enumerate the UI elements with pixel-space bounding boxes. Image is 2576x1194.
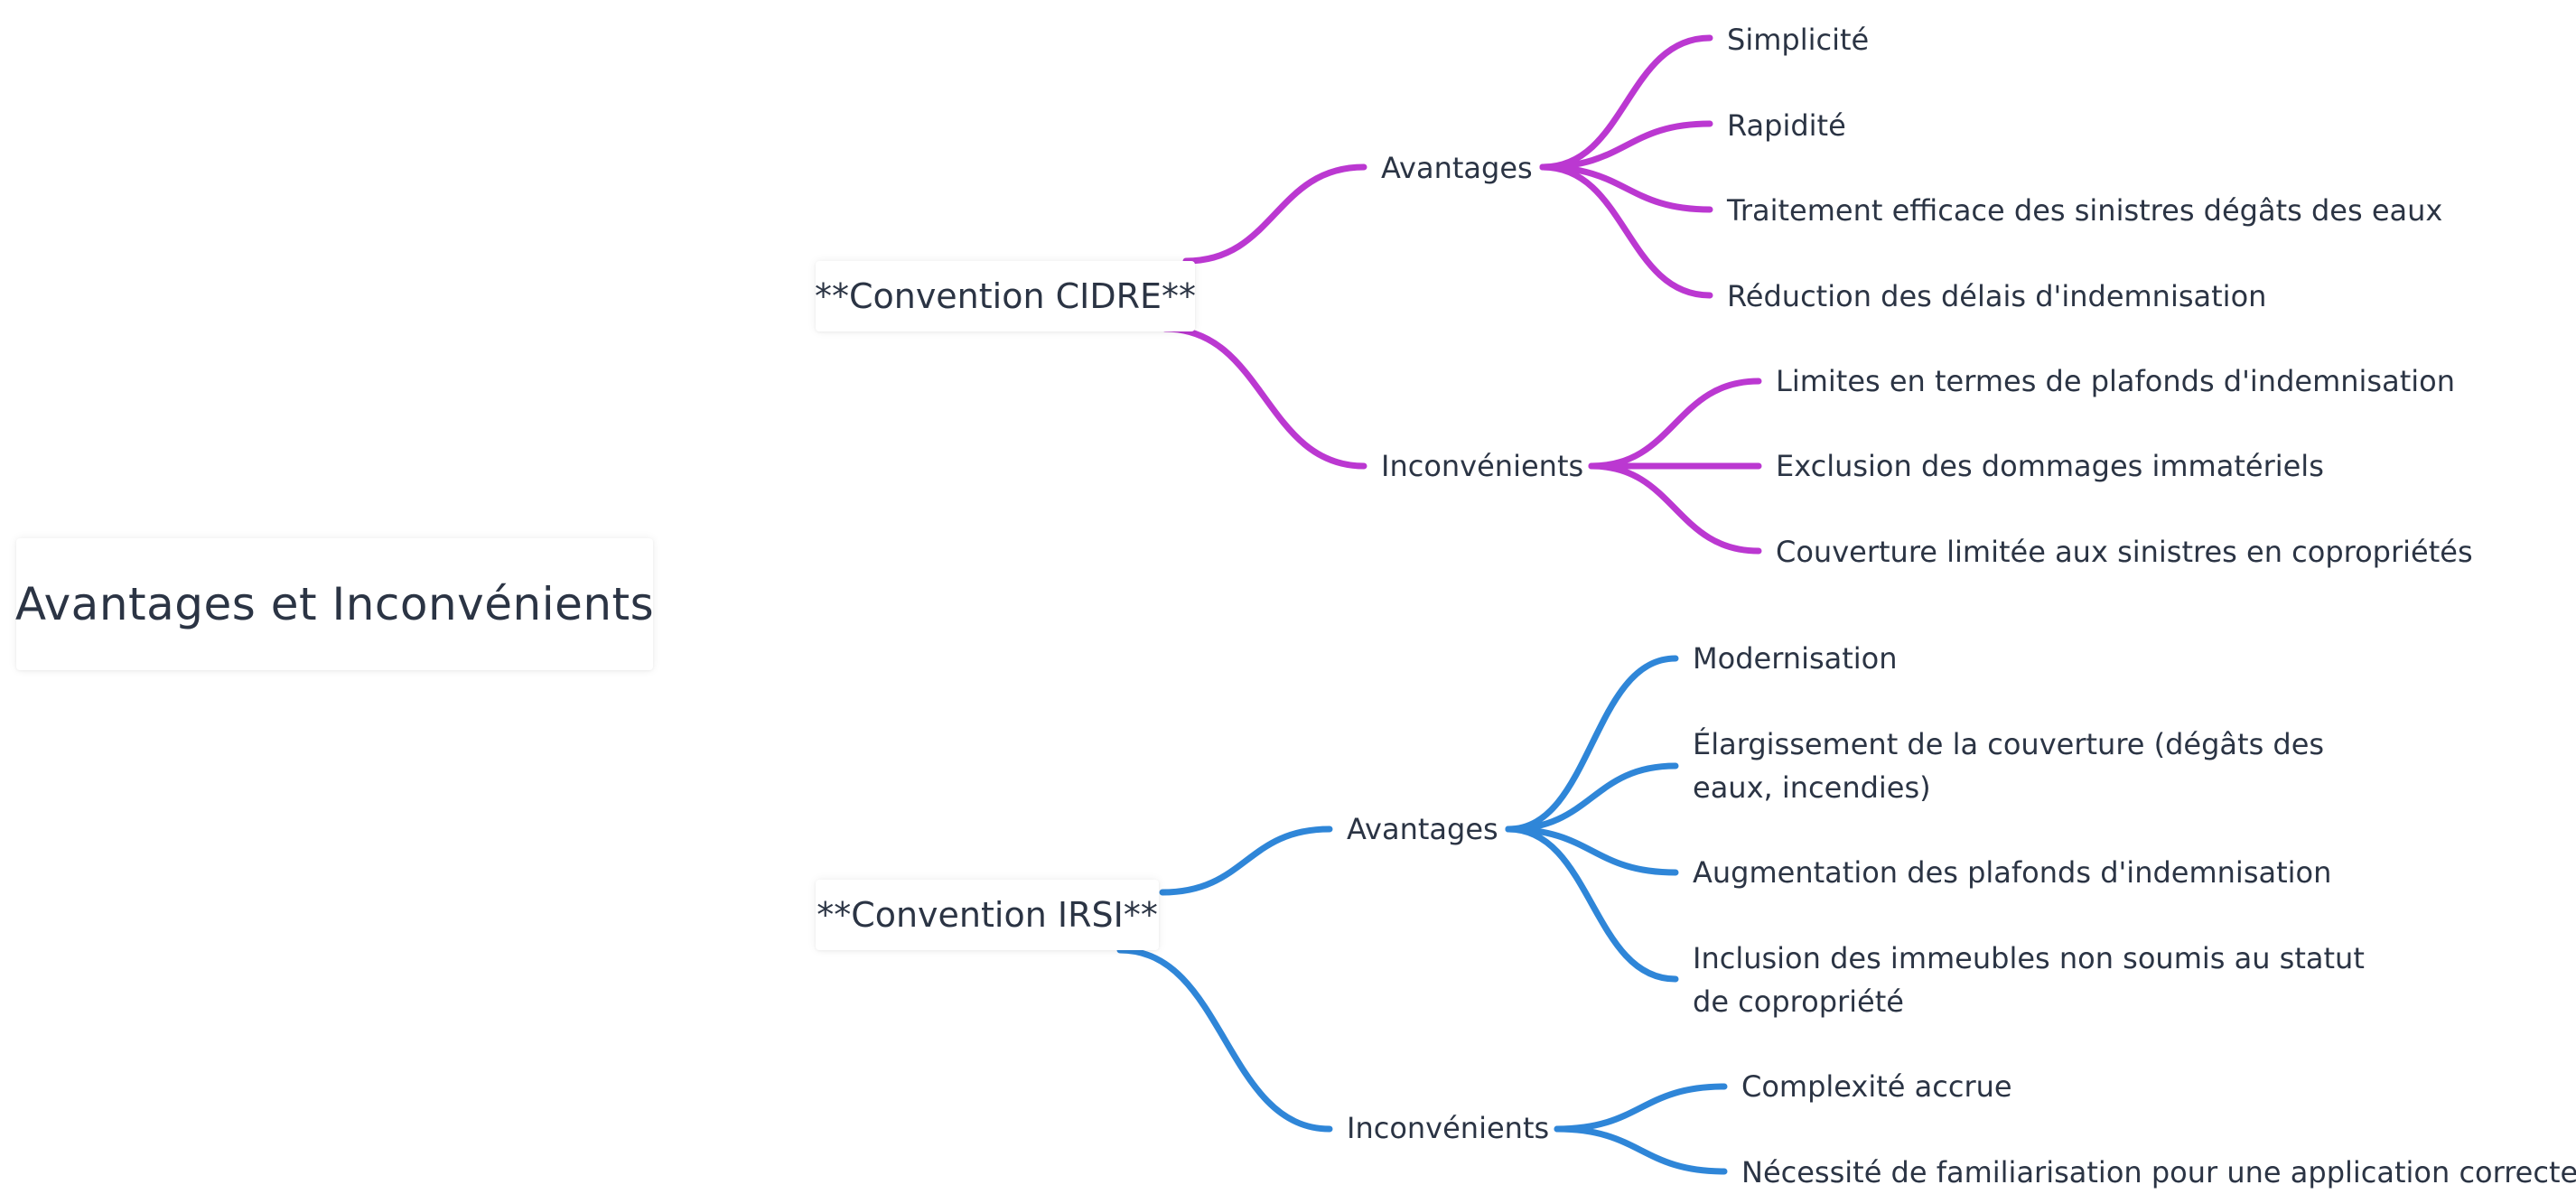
- cidre-avantages-label: Avantages: [1381, 151, 1533, 185]
- cidre-inconvenient-item[interactable]: Limites en termes de plafonds d'indemnis…: [1776, 359, 2455, 403]
- connector-cidre-inconvenients: [1162, 325, 1367, 470]
- irsi-inconvenients-label: Inconvénients: [1347, 1111, 1550, 1145]
- connector-irsi-avantages: [1159, 826, 1333, 896]
- cidre-inconvenient-label: Couverture limitée aux sinistres en copr…: [1776, 535, 2473, 569]
- cidre-inconvenient-label: Exclusion des dommages immatériels: [1776, 449, 2324, 483]
- cidre-inconvenients-label: Inconvénients: [1381, 449, 1584, 483]
- irsi-avantages-label: Avantages: [1347, 812, 1498, 846]
- cidre-inconvenient-label: Limites en termes de plafonds d'indemnis…: [1776, 364, 2455, 398]
- cidre-avantage-item[interactable]: Rapidité: [1727, 104, 1846, 147]
- cidre-avantage-label: Simplicité: [1727, 23, 1870, 57]
- topic-convention-irsi-label: **Convention IRSI**: [817, 895, 1158, 935]
- cidre-avantages-node[interactable]: Avantages: [1381, 150, 1533, 186]
- irsi-inconvenient-label: Complexité accrue: [1741, 1069, 2012, 1104]
- irsi-inconvenients-node[interactable]: Inconvénients: [1347, 1110, 1549, 1146]
- irsi-inconvenient-item[interactable]: Nécessité de familiarisation pour une ap…: [1741, 1151, 2576, 1194]
- cidre-avantage-label: Traitement efficace des sinistres dégâts…: [1727, 193, 2443, 228]
- topic-convention-cidre-label: **Convention CIDRE**: [814, 276, 1197, 316]
- irsi-inconvenient-label: Nécessité de familiarisation pour une ap…: [1741, 1155, 2576, 1189]
- irsi-avantage-label: Augmentation des plafonds d'indemnisatio…: [1693, 855, 2332, 890]
- connector-irsi-avantage: [1505, 762, 1679, 833]
- root-topic[interactable]: Avantages et Inconvénients: [14, 538, 655, 670]
- irsi-inconvenient-item[interactable]: Complexité accrue: [1741, 1065, 2012, 1108]
- irsi-avantages-node[interactable]: Avantages: [1347, 811, 1498, 847]
- irsi-avantage-item[interactable]: Modernisation: [1693, 637, 1898, 680]
- cidre-avantage-label: Réduction des délais d'indemnisation: [1727, 279, 2267, 313]
- connector-cidre-inconvenient: [1588, 462, 1762, 555]
- irsi-avantage-label: Élargissement de la couverture (dégâts d…: [1693, 727, 2325, 805]
- root-topic-label: Avantages et Inconvénients: [14, 578, 655, 630]
- connector-irsi-inconvenient: [1554, 1083, 1728, 1133]
- cidre-avantage-item[interactable]: Traitement efficace des sinistres dégâts…: [1727, 189, 2442, 232]
- connector-cidre-avantage: [1539, 163, 1713, 213]
- connector-cidre-avantage: [1539, 34, 1713, 171]
- connector-cidre-avantages: [1182, 163, 1367, 265]
- cidre-avantage-item[interactable]: Réduction des délais d'indemnisation: [1727, 275, 2266, 318]
- connector-irsi-inconvenient: [1554, 1125, 1728, 1175]
- cidre-avantage-item[interactable]: Simplicité: [1727, 18, 1869, 61]
- connector-irsi-avantage: [1505, 826, 1679, 876]
- connector-cidre-avantage: [1539, 120, 1713, 171]
- irsi-avantage-item[interactable]: Inclusion des immeubles non soumis au st…: [1693, 937, 2397, 1023]
- cidre-inconvenients-node[interactable]: Inconvénients: [1381, 448, 1583, 484]
- cidre-avantage-label: Rapidité: [1727, 108, 1846, 143]
- topic-convention-cidre[interactable]: **Convention CIDRE**: [814, 261, 1197, 331]
- connector-irsi-inconvenients: [1116, 947, 1333, 1133]
- irsi-avantage-item[interactable]: Élargissement de la couverture (dégâts d…: [1693, 723, 2397, 809]
- connector-irsi-avantage: [1505, 655, 1679, 833]
- topic-convention-irsi[interactable]: **Convention IRSI**: [816, 880, 1159, 950]
- irsi-avantage-label: Modernisation: [1693, 641, 1898, 676]
- connector-irsi-avantage: [1505, 826, 1679, 983]
- connector-cidre-inconvenient: [1588, 378, 1762, 470]
- connector-cidre-avantage: [1539, 163, 1713, 299]
- cidre-inconvenient-item[interactable]: Exclusion des dommages immatériels: [1776, 444, 2324, 488]
- irsi-avantage-label: Inclusion des immeubles non soumis au st…: [1693, 941, 2365, 1019]
- irsi-avantage-item[interactable]: Augmentation des plafonds d'indemnisatio…: [1693, 851, 2331, 894]
- cidre-inconvenient-item[interactable]: Couverture limitée aux sinistres en copr…: [1776, 530, 2473, 574]
